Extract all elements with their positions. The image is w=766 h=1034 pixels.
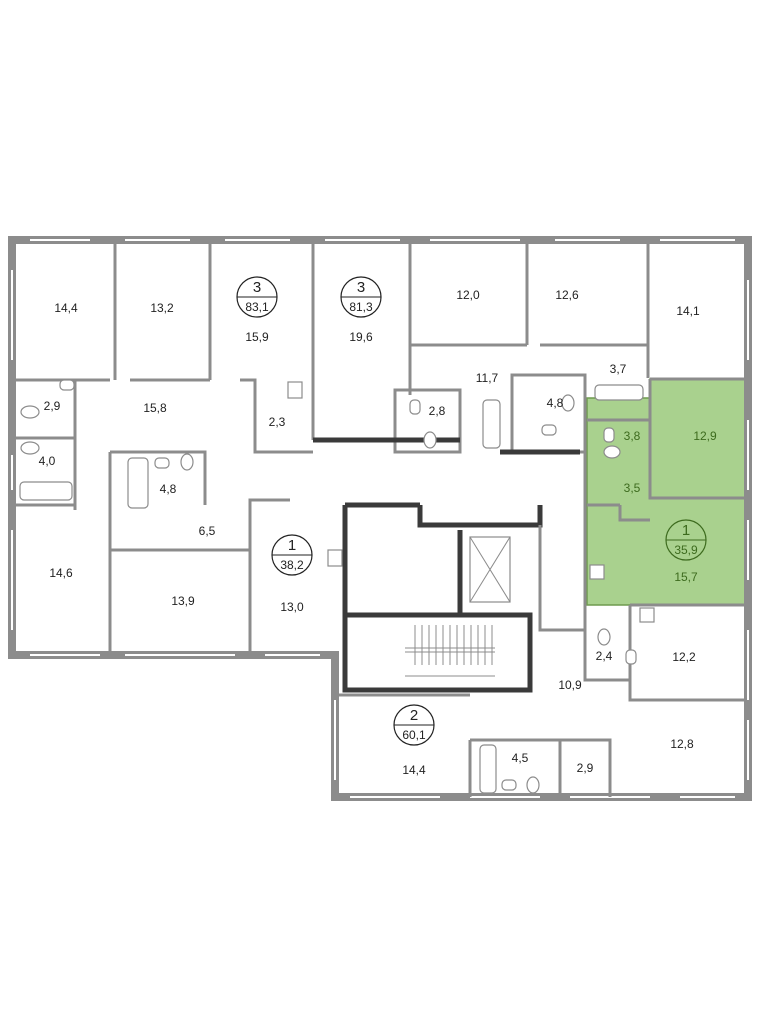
kitchen-sink-icon xyxy=(327,549,343,567)
apartment-area: 60,1 xyxy=(402,728,426,742)
kitchen-sink-icon xyxy=(287,381,303,399)
room-area: 4,0 xyxy=(39,454,56,468)
room-area: 12,2 xyxy=(672,650,696,664)
room-labels: 14,4 13,2 15,9 19,6 12,0 12,6 14,1 3,7 1… xyxy=(39,288,717,777)
toilet-icon xyxy=(603,445,621,459)
apartment-area: 38,2 xyxy=(280,558,304,572)
room-area: 12,8 xyxy=(670,737,694,751)
apartment-badge[interactable]: 3 81,3 xyxy=(340,276,382,318)
apartment-rooms: 1 xyxy=(682,522,690,539)
room-area: 14,4 xyxy=(54,301,78,315)
sink-icon xyxy=(625,649,637,665)
apartment-rooms: 1 xyxy=(288,537,296,554)
bathtub-icon xyxy=(127,457,149,509)
sink-icon xyxy=(603,427,615,443)
room-area: 13,2 xyxy=(150,301,174,315)
toilet-icon xyxy=(20,405,40,419)
apartment-rooms: 3 xyxy=(357,279,365,296)
kitchen-sink-icon xyxy=(589,564,605,580)
toilet-icon xyxy=(561,394,575,412)
sink-icon xyxy=(154,457,170,469)
apartment-rooms: 3 xyxy=(253,279,261,296)
apartment-area: 83,1 xyxy=(245,300,269,314)
sink-icon xyxy=(59,379,75,391)
room-area: 2,9 xyxy=(577,761,594,775)
room-area-highlighted: 3,8 xyxy=(624,429,641,443)
room-area: 19,6 xyxy=(349,330,373,344)
room-area-highlighted: 3,5 xyxy=(624,481,641,495)
room-area: 15,8 xyxy=(143,401,167,415)
elevator-shaft xyxy=(469,536,511,603)
toilet-icon xyxy=(423,431,437,449)
apartment-rooms: 2 xyxy=(410,707,418,724)
room-area: 11,7 xyxy=(476,371,499,385)
toilet-icon xyxy=(526,776,540,794)
sink-icon xyxy=(541,424,557,436)
staircase xyxy=(405,625,495,677)
kitchen-sink-icon xyxy=(639,607,655,623)
apartment-badge[interactable]: 1 38,2 xyxy=(271,534,313,576)
room-area: 13,9 xyxy=(171,594,195,608)
room-area: 12,6 xyxy=(555,288,579,302)
interior-walls xyxy=(10,244,746,797)
apartment-area: 35,9 xyxy=(674,543,698,557)
bathtub-icon xyxy=(479,744,497,794)
room-area-highlighted: 12,9 xyxy=(693,429,717,443)
toilet-icon xyxy=(180,453,194,471)
highlighted-apartment-area[interactable] xyxy=(586,378,747,606)
sink-icon xyxy=(501,779,517,791)
room-area: 14,4 xyxy=(402,763,426,777)
room-area: 13,0 xyxy=(280,600,304,614)
room-area: 6,5 xyxy=(199,524,216,538)
room-area: 2,4 xyxy=(596,649,613,663)
apartment-badge-highlighted[interactable]: 1 35,9 xyxy=(665,519,707,561)
bathtub-icon xyxy=(482,399,501,449)
room-area: 15,9 xyxy=(245,330,269,344)
room-area: 4,8 xyxy=(160,482,177,496)
room-area: 2,3 xyxy=(269,415,286,429)
room-area: 3,7 xyxy=(610,362,627,376)
apartment-badge[interactable]: 3 83,1 xyxy=(236,276,278,318)
toilet-icon xyxy=(20,441,40,455)
room-area: 10,9 xyxy=(558,678,582,692)
toilet-icon xyxy=(597,628,611,646)
bathroom-fixtures xyxy=(19,379,655,794)
room-area: 12,0 xyxy=(456,288,480,302)
room-area: 14,1 xyxy=(676,304,700,318)
apartment-badge[interactable]: 2 60,1 xyxy=(393,704,435,746)
room-area: 14,6 xyxy=(49,566,73,580)
room-area: 2,8 xyxy=(429,404,446,418)
bathtub-icon xyxy=(594,384,644,401)
room-area: 4,5 xyxy=(512,751,529,765)
room-area: 4,8 xyxy=(547,396,564,410)
room-area-highlighted: 15,7 xyxy=(674,570,698,584)
room-area: 2,9 xyxy=(44,399,61,413)
apartment-area: 81,3 xyxy=(349,300,373,314)
bathtub-icon xyxy=(19,481,73,501)
sink-icon xyxy=(409,399,421,415)
